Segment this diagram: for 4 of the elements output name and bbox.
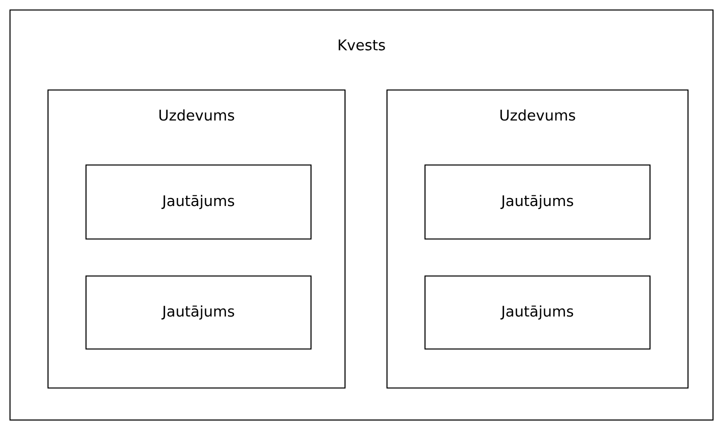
item-box: Jautājums bbox=[85, 164, 312, 240]
item-box: Jautājums bbox=[85, 275, 312, 350]
item-box: Jautājums bbox=[424, 275, 651, 350]
item-box: Jautājums bbox=[424, 164, 651, 240]
